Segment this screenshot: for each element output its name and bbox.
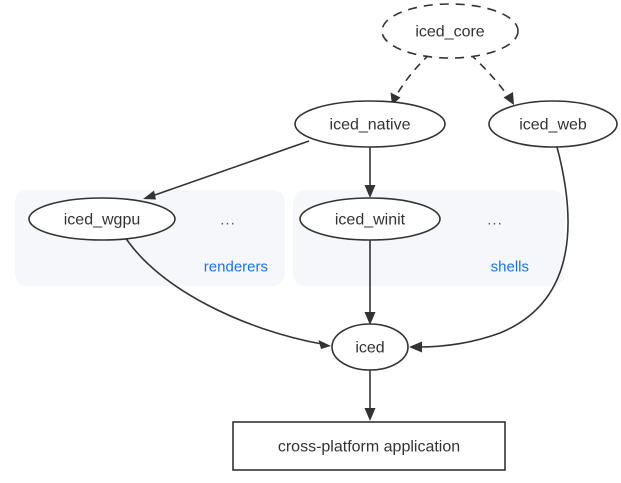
edge-iced-native-to-iced-winit-arrowhead (364, 185, 376, 198)
node-iced-native-label: iced_native (330, 117, 411, 134)
edge-iced-web-to-iced-arrowhead (409, 341, 422, 353)
node-cross-platform-application-label: cross-platform application (278, 439, 460, 456)
edge-iced-native-to-iced-wgpu (143, 140, 310, 200)
node-iced-wgpu[interactable]: iced_wgpu (28, 197, 176, 241)
group-shells-ellipsis: ... (487, 212, 503, 229)
node-iced-wgpu-label: iced_wgpu (64, 212, 141, 229)
group-shells-label: shells (491, 259, 529, 276)
edge-iced-core-to-iced-native-path (395, 53, 431, 97)
node-iced-shape[interactable] (331, 323, 409, 371)
node-iced-core-shape[interactable] (381, 3, 519, 59)
edge-iced-core-to-iced-web-path (469, 53, 509, 97)
edge-iced-to-app (364, 370, 376, 421)
node-iced-winit-shape[interactable] (299, 197, 441, 241)
node-iced-native[interactable]: iced_native (294, 100, 446, 148)
edge-iced-core-to-iced-native (390, 53, 431, 105)
edge-iced-winit-to-iced (364, 240, 376, 325)
node-iced-label: iced (355, 340, 384, 357)
node-iced-web[interactable]: iced_web (488, 100, 618, 148)
edge-iced-core-to-iced-web (469, 53, 514, 105)
group-renderers-ellipsis: ... (220, 212, 236, 229)
node-cross-platform-application-shape[interactable] (232, 421, 506, 471)
edge-iced-wgpu-to-iced (124, 236, 331, 349)
edge-iced-winit-to-iced-arrowhead (364, 312, 376, 325)
node-cross-platform-application[interactable]: cross-platform application (232, 421, 506, 471)
edge-iced-native-to-iced-winit (364, 147, 376, 198)
edge-iced-native-to-iced-wgpu-arrowhead (143, 190, 156, 200)
node-iced-winit-label: iced_winit (335, 212, 406, 229)
group-renderers-label: renderers (204, 259, 268, 276)
edge-iced-wgpu-to-iced-path (124, 236, 323, 345)
node-iced-core[interactable]: iced_core (381, 3, 519, 59)
node-iced-web-shape[interactable] (488, 100, 618, 148)
edge-iced-web-to-iced-path (417, 146, 569, 348)
edge-iced-native-to-iced-wgpu-path (151, 140, 310, 197)
node-iced-native-shape[interactable] (294, 100, 446, 148)
node-iced-winit[interactable]: iced_winit (299, 197, 441, 241)
node-iced[interactable]: iced (331, 323, 409, 371)
node-iced-web-label: iced_web (519, 117, 587, 134)
edge-iced-web-to-iced (409, 146, 569, 353)
edge-iced-core-to-iced-web-arrowhead (503, 92, 514, 105)
edge-iced-to-app-arrowhead (364, 408, 376, 421)
node-iced-core-label: iced_core (415, 24, 484, 41)
edge-iced-wgpu-to-iced-arrowhead (318, 340, 331, 349)
node-iced-wgpu-shape[interactable] (28, 197, 176, 241)
